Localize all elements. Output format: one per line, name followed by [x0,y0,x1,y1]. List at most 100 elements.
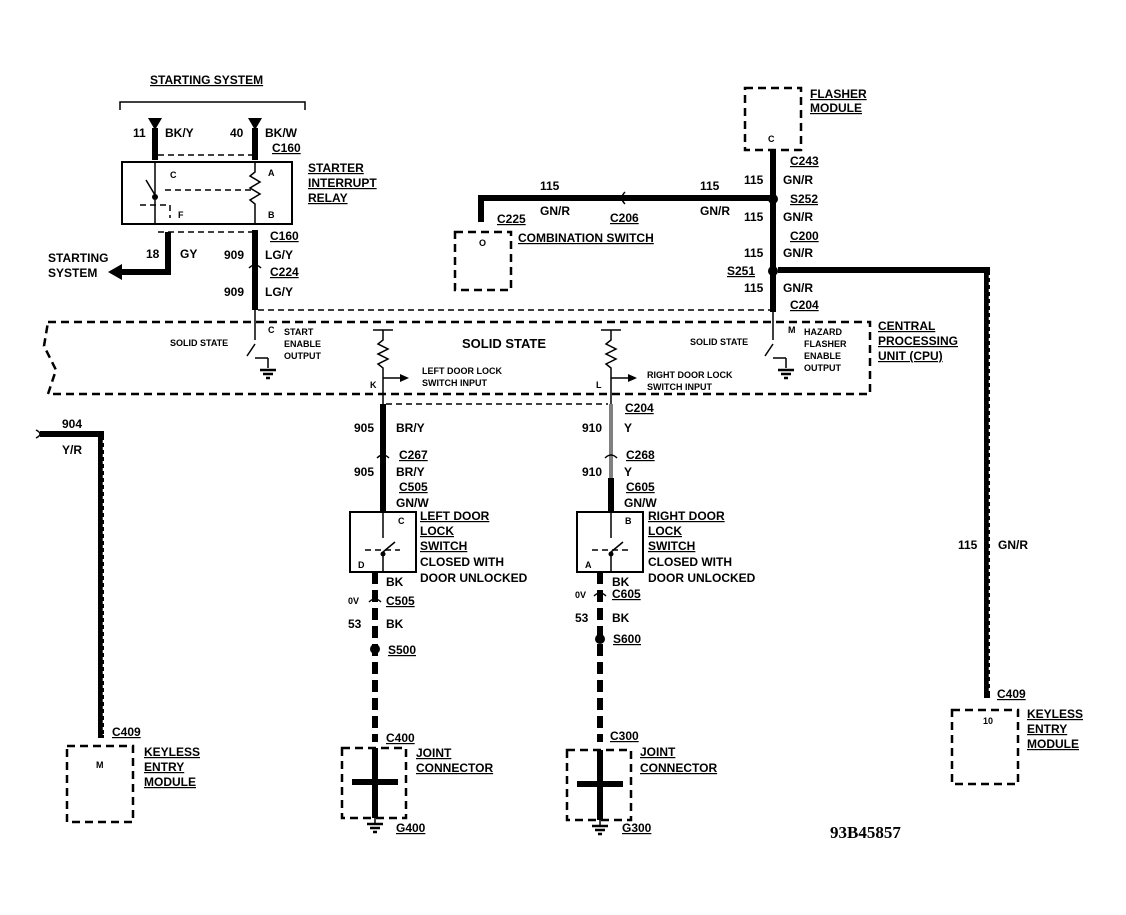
splice-s600 [595,634,605,644]
wire-905b-circuit: 905 [354,465,374,479]
wire-115-1-color: GN/R [783,173,813,187]
starting-system-bracket [119,101,306,110]
c224-label: C224 [270,265,299,279]
wire-904-break [35,429,41,439]
start-enable-line-1: START [284,327,314,337]
left-input-line-1: LEFT DOOR LOCK [422,366,502,376]
wire-909a-color: LG/Y [265,248,293,262]
wire-11-color: BK/Y [165,126,194,140]
start-enable-pin: C [268,325,275,335]
hazard-line-1: HAZARD [804,327,842,337]
start-enable-ground-icon [260,368,276,380]
splice-s500 [370,644,380,654]
c300-label: C300 [610,729,639,743]
start-enable-solid-label: SOLID STATE [170,338,228,348]
c505-bottom-label: C505 [386,594,415,608]
left-voltage: 0V [348,596,359,606]
keyless-right-line-3: MODULE [1027,737,1079,751]
wire-115-horizontal [478,195,773,222]
keyless-left-pin: M [96,760,104,770]
g400-label: G400 [396,821,426,835]
wire-910b-circuit: 910 [582,465,602,479]
c225-label: C225 [497,212,526,226]
wire-53-left-circuit: 53 [348,617,362,631]
flasher-module-section: C FLASHER MODULE C243 115 GN/R S252 115 … [727,86,867,312]
left-joint-line-1: JOINT [416,746,452,760]
cpu-label-3: UNIT (CPU) [878,349,943,363]
wire-910b-color: Y [624,465,632,479]
wire-18-color: GY [180,247,197,261]
starting-output-label-1: STARTING [48,251,108,265]
wire-115-right-circuit: 115 [700,179,720,193]
keyless-left-section: 904 Y/R C409 M KEYLESS ENTRY MODULE [35,417,200,824]
c200-label: C200 [790,229,819,243]
right-input-line-2: SWITCH INPUT [647,382,712,392]
wire-115-left-color: GN/R [540,204,570,218]
relay-coil [248,162,262,224]
left-input-line-2: SWITCH INPUT [422,378,487,388]
wire-115-left-circuit: 115 [540,179,560,193]
left-input-pin: K [370,380,377,390]
hazard-pin: M [788,325,796,335]
combination-switch-pin: O [479,238,486,248]
wire-910a-circuit: 910 [582,421,602,435]
flasher-pin-c: C [768,134,775,144]
c160-bottom-label: C160 [270,229,299,243]
right-switch-note-1: CLOSED WITH [648,555,732,569]
wire-40-color: BK/W [265,126,298,140]
wire-909b-circuit: 909 [224,285,244,299]
g300-label: G300 [622,821,652,835]
c206-label: C206 [610,211,639,225]
c204-bottom-label: C204 [625,401,654,415]
right-switch-note-2: DOOR UNLOCKED [648,571,756,585]
right-ground-icon [592,824,608,836]
hazard-switch [764,343,774,357]
wire-905b-color: BR/Y [396,465,425,479]
left-switch-note-2: DOOR UNLOCKED [420,571,528,585]
c268-symbol [604,454,618,459]
keyless-right-box [950,708,1020,786]
right-door-chain: 910 Y C268 910 Y C605 GN/W B A RIGHT DOO… [565,404,756,836]
left-switch-line-2: LOCK [420,524,454,538]
keyless-left-line-2: ENTRY [144,760,184,774]
relay-switch-blade [145,179,156,196]
wire-904-circuit: 904 [62,417,82,431]
left-door-chain: 905 BR/Y C267 905 BR/Y C505 GN/W C D LEF… [340,404,528,835]
cpu-center-label: SOLID STATE [462,336,546,351]
right-switch-pivot [608,551,614,557]
wire-53-right-circuit: 53 [575,611,589,625]
left-gnw-label: GN/W [396,496,429,510]
wire-115-4-circuit: 115 [744,281,764,295]
flasher-label-2: MODULE [810,101,862,115]
relay-pin-f: F [178,210,184,220]
wire-53-left-color: BK [386,617,404,631]
wire-40-circuit: 40 [230,126,244,140]
c206-symbol [621,191,626,205]
relay-switch-pivot [152,194,158,200]
relay-label-3: RELAY [308,191,348,205]
left-bk1-label: BK [386,575,404,589]
relay-label-1: STARTER [308,161,364,175]
s251-label: S251 [727,264,755,278]
c243-label: C243 [790,154,819,168]
right-input-pin: L [596,380,602,390]
c605-bottom-label: C605 [612,587,641,601]
c204-top-label: C204 [790,298,819,312]
starting-system-title: STARTING SYSTEM [150,73,263,87]
wire-904 [40,431,104,738]
left-switch-line-3: SWITCH [420,539,467,553]
c505-top-label: C505 [399,480,428,494]
right-bk1-label: BK [612,575,630,589]
c267-symbol [376,454,390,459]
hazard-line-2: FLASHER [804,339,847,349]
cpu-label-1: CENTRAL [878,319,935,333]
keyless-right-wire: 115 GN/R C409 10 KEYLESS ENTRY MODULE [778,267,1083,786]
hazard-line-4: OUTPUT [804,363,842,373]
left-switch-pin-top: C [398,516,405,526]
wire-18 [120,232,171,275]
right-voltage: 0V [575,590,586,600]
combination-switch-label: COMBINATION SWITCH [518,231,654,245]
wire-910a-color: Y [624,421,632,435]
cpu-box [42,320,872,396]
wire-115-3-circuit: 115 [744,246,764,260]
